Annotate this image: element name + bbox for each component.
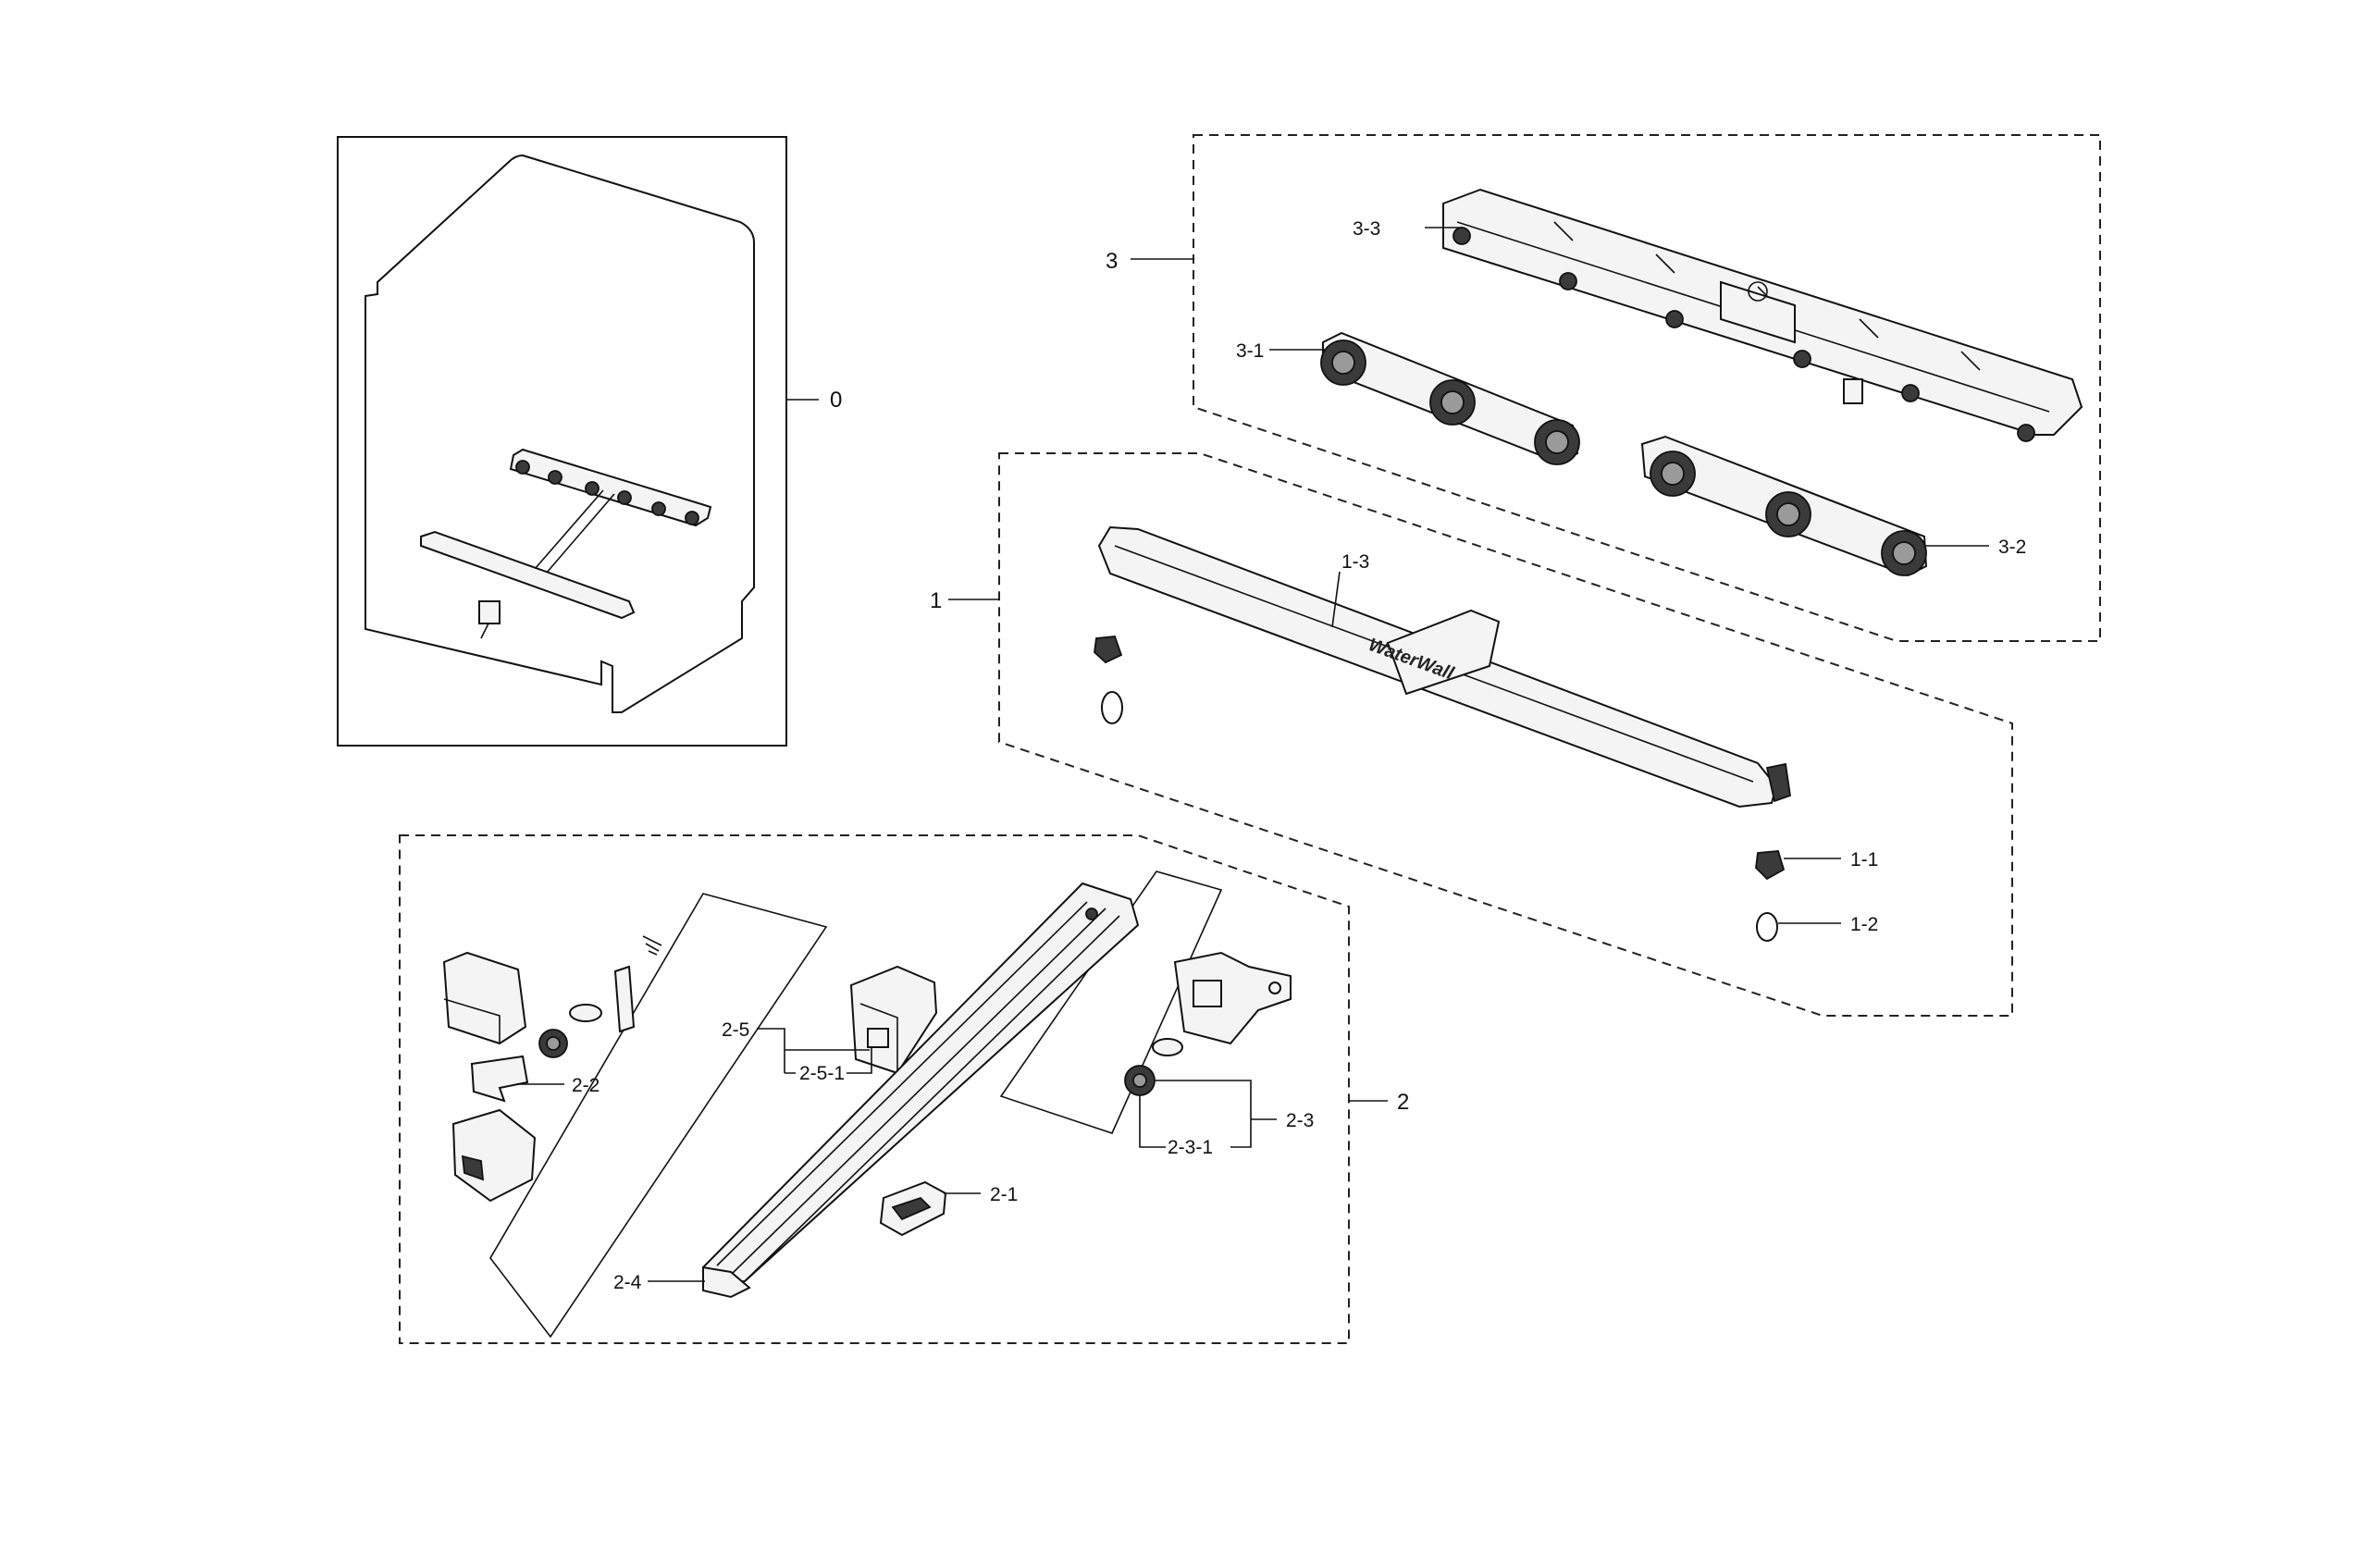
callout-2-5-1: 2-5-1 <box>799 1063 845 1084</box>
part-1-1-nozzle-loose <box>1094 636 1123 664</box>
part-2-1-clip <box>879 1180 947 1237</box>
part-1-3-waterwall-bar: WaterWall <box>1097 525 1791 809</box>
leader-2-3 <box>1139 1080 1277 1148</box>
part-2-2-nut <box>538 1029 568 1058</box>
group-1-frame <box>998 452 2013 1017</box>
screw <box>613 935 662 1033</box>
callout-2-3-1: 2-3-1 <box>1168 1137 1213 1158</box>
left-sheet <box>489 893 828 1339</box>
group-3-spray-arms <box>1193 134 2101 642</box>
overview-upper-spray-bar <box>509 448 712 527</box>
callout-3-1: 3-1 <box>1236 340 1264 362</box>
callout-3-3: 3-3 <box>1353 218 1380 240</box>
callout-2-4: 2-4 <box>613 1272 642 1293</box>
part-2-5-connector <box>849 965 938 1075</box>
right-sheet <box>999 870 1223 1134</box>
part-3-3-manifold <box>1442 188 2083 442</box>
part-1-1-nozzle <box>1755 850 1786 881</box>
group-2-label: 2 <box>1397 1090 1409 1115</box>
group-0-assembly-view <box>337 136 787 747</box>
connector-cover <box>442 951 527 1045</box>
callout-2-1: 2-1 <box>990 1184 1018 1205</box>
callout-1-1: 1-1 <box>1850 849 1878 870</box>
tub-outline <box>365 154 755 713</box>
callout-1-2: 1-2 <box>1850 914 1878 935</box>
overview-waterwall-bar <box>420 530 636 639</box>
washer-right <box>1152 1038 1183 1056</box>
washer-left <box>569 1004 602 1022</box>
callout-2-3: 2-3 <box>1286 1110 1314 1131</box>
group-3-frame <box>1193 134 2101 642</box>
part-1-2-oring <box>1756 912 1778 942</box>
group-2-frame <box>399 834 1350 1344</box>
group-3-label: 3 <box>1106 249 1118 274</box>
group-0-label: 0 <box>830 388 842 413</box>
group-1-label: 1 <box>930 588 942 613</box>
part-1-2-oring-loose <box>1101 691 1123 724</box>
leader-2-5 <box>757 1028 872 1074</box>
right-connector <box>1173 951 1292 1045</box>
part-3-1-spray-arm <box>1320 331 1580 465</box>
leader-1-3 <box>1331 571 1341 628</box>
lower-housing <box>451 1108 537 1203</box>
group-1-waterwall: WaterWall <box>998 452 2013 1017</box>
part-2-4-rail <box>701 882 1140 1299</box>
group-2-rail-assembly <box>399 834 1350 1344</box>
part-3-2-spray-arm <box>1640 435 1928 577</box>
group-0-frame <box>337 136 787 747</box>
part-2-3-nut <box>1124 1065 1156 1096</box>
callout-3-2: 3-2 <box>1998 537 2026 558</box>
callout-2-2: 2-2 <box>572 1075 600 1096</box>
callout-2-5: 2-5 <box>722 1019 749 1041</box>
bracket <box>470 1055 529 1103</box>
callout-1-3: 1-3 <box>1341 551 1369 573</box>
